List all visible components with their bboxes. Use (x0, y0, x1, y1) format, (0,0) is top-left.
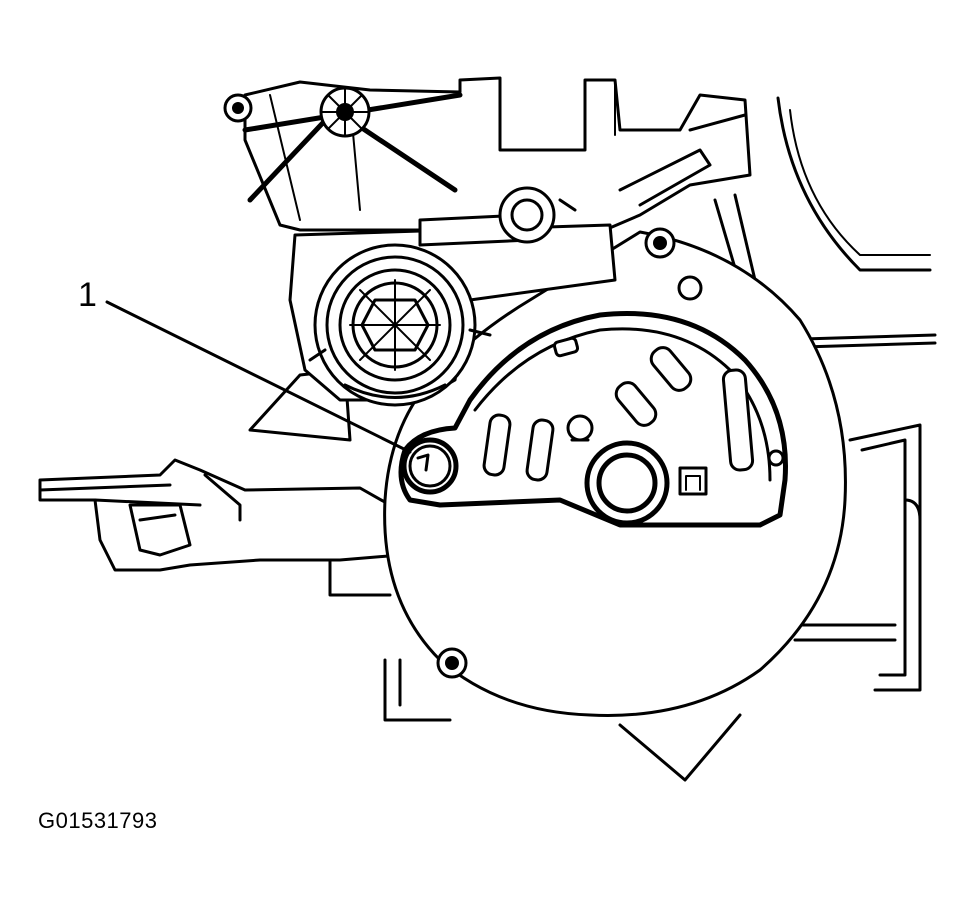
switch-mounting-bolt (401, 437, 459, 495)
top-gear-icon (319, 86, 371, 138)
callout-leader-1 (105, 300, 412, 454)
lower-bolt-icon (436, 647, 468, 679)
upper-right-bolt-icon (644, 227, 703, 301)
top-left-bolt-icon (223, 93, 253, 123)
callout-label-1: 1 (78, 276, 97, 314)
selector-gear (288, 223, 617, 407)
link-bar (418, 186, 577, 247)
upper-bracket (242, 76, 752, 232)
lower-left-arm (38, 458, 402, 572)
switch-plate (398, 310, 788, 528)
figure-id-label: G01531793 (38, 808, 158, 833)
